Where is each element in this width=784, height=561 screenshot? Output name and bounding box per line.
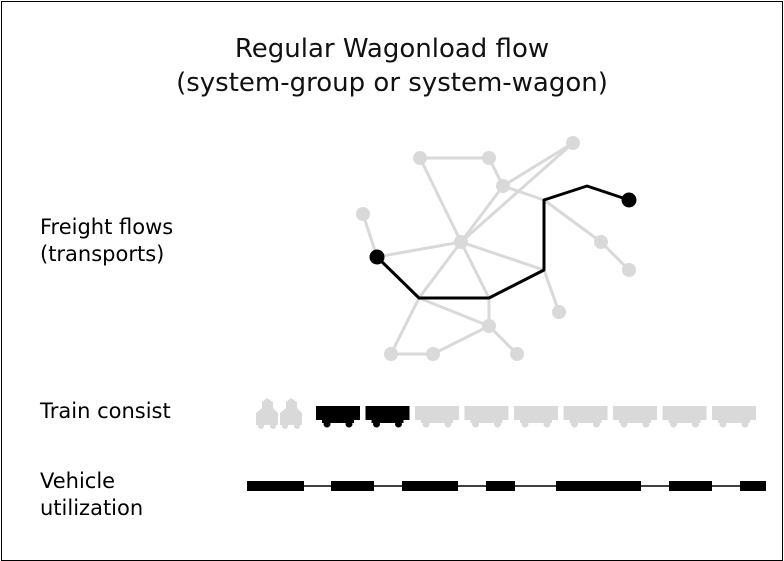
network-edge [431,324,491,356]
utilization-segment [556,481,641,491]
network-node [496,179,510,193]
empty-wagon-icon [613,406,657,428]
utilization-segment [669,481,712,491]
network-node [426,347,440,361]
diagram-canvas [247,136,766,491]
empty-wagon-icon [415,406,459,428]
freight-flow-path [375,184,631,300]
network-node [356,207,370,221]
empty-wagon-icon [712,406,756,428]
network-graph [361,141,631,356]
network-edge [459,184,505,244]
network-edge [459,240,546,272]
network-node [510,347,524,361]
network-node [482,319,496,333]
network-node [622,263,636,277]
utilization-segment [331,481,374,491]
flow-destination-node [621,192,637,208]
network-node [454,235,468,249]
utilization-segment [740,481,766,491]
freight-flows-label: Freight flows (transports) [40,214,173,268]
network-node [482,151,496,165]
vehicle-utilization-bar [247,481,766,491]
train-consist [256,398,756,429]
utilization-segment [486,481,515,491]
network-node [384,347,398,361]
network-edge [417,296,491,328]
vehicle-utilization-label-line-1: Vehicle [40,469,116,493]
empty-wagon-icon [464,406,509,428]
network-edge [459,141,575,244]
network-edge [418,156,463,244]
network-edge [459,240,491,300]
loaded-wagon-icon [316,406,360,428]
title-line-2: (system-group or system-wagon) [176,68,608,98]
empty-wagon-icon [563,406,608,428]
network-edge [501,141,575,188]
network-node [594,235,608,249]
network-node [552,305,566,319]
network-nodes [356,136,636,361]
empty-wagon-icon [662,406,707,428]
wagon-group [316,406,756,428]
freight-flows-label-line-1: Freight flows [40,215,174,239]
network-edge [417,240,463,300]
vehicle-utilization-label: Vehicle utilization [40,468,143,522]
vehicle-utilization-label-line-2: utilization [40,496,144,520]
train-consist-label: Train consist [40,399,171,423]
network-edge [389,296,421,356]
diagram-title: Regular Wagonload flow (system-group or … [0,32,784,100]
utilization-segment [402,481,458,491]
utilization-segment [247,481,304,491]
loaded-wagon-icon [365,406,410,428]
title-line-1: Regular Wagonload flow [234,34,550,64]
network-edge [361,212,379,259]
locomotive-icon [280,398,302,429]
empty-wagon-icon [514,406,558,428]
network-edge [501,184,546,202]
freight-flows-label-line-2: (transports) [40,242,165,266]
flow-origin-node [369,249,385,265]
network-edge [375,240,463,259]
locomotive-icon [256,398,278,429]
network-node [413,151,427,165]
network-edge [542,198,603,244]
network-node [566,136,580,150]
network-edge [542,268,561,314]
